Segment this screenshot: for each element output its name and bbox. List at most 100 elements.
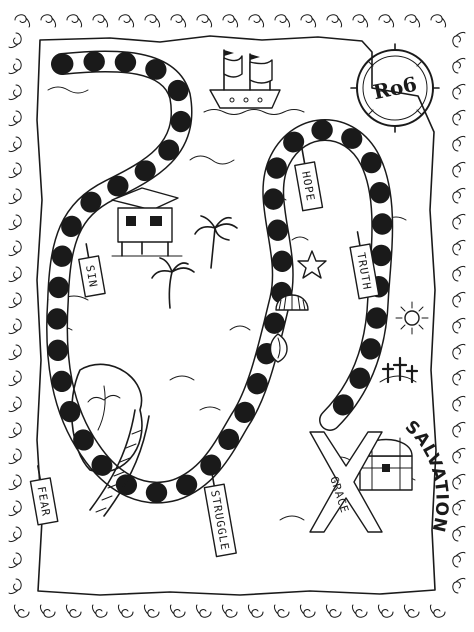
swirl-ornament bbox=[144, 14, 161, 28]
swirl-ornament bbox=[222, 14, 239, 28]
swirl-ornament bbox=[221, 604, 238, 618]
swirl-ornament bbox=[452, 161, 466, 178]
map-frame bbox=[36, 35, 437, 596]
winding-path bbox=[46, 50, 394, 504]
swirl-ornament bbox=[452, 421, 466, 438]
swirl-ornament bbox=[92, 14, 109, 28]
swirl-ornament bbox=[430, 14, 447, 28]
swirl-ornament bbox=[299, 604, 316, 618]
cross-icon bbox=[379, 356, 419, 384]
swirl-ornament bbox=[403, 604, 420, 618]
swirl-ornament bbox=[352, 14, 369, 28]
swirl-ornament bbox=[429, 604, 446, 618]
swirl-ornament bbox=[8, 32, 22, 49]
palm-tree-icon bbox=[194, 215, 238, 269]
swirl-ornament bbox=[452, 31, 466, 48]
compass-rose-icon: Ro6 bbox=[350, 43, 440, 133]
swirl-ornament bbox=[169, 604, 186, 618]
sign-fear-label: FEAR bbox=[35, 485, 53, 517]
swirl-ornament bbox=[195, 604, 212, 618]
swirl-ornament bbox=[452, 369, 466, 386]
palm-tree-icon bbox=[151, 257, 195, 309]
swirl-ornament bbox=[452, 499, 466, 516]
swirl-ornament bbox=[118, 14, 135, 28]
swirl-ornament bbox=[452, 57, 466, 74]
swirl-ornament bbox=[117, 604, 134, 618]
swirl-ornament bbox=[326, 14, 343, 28]
x-marker bbox=[309, 431, 383, 533]
swirl-ornament bbox=[8, 500, 22, 517]
swirl-ornament bbox=[452, 343, 466, 360]
swirl-ornament bbox=[452, 395, 466, 412]
sign-sin-label: SIN bbox=[83, 264, 100, 289]
swirl-ornament bbox=[325, 604, 342, 618]
swirl-ornament bbox=[274, 14, 291, 28]
swirl-ornament bbox=[452, 317, 466, 334]
swirl-ornament bbox=[452, 577, 466, 594]
swirl-ornament bbox=[8, 318, 22, 335]
swirl-ornament bbox=[8, 110, 22, 127]
swirl-ornament bbox=[8, 214, 22, 231]
swirl-ornament bbox=[378, 14, 395, 28]
swirl-ornament bbox=[8, 58, 22, 75]
river bbox=[89, 409, 150, 517]
swirl-ornament bbox=[452, 239, 466, 256]
swirl-ornament bbox=[404, 14, 421, 28]
swirl-ornament bbox=[8, 84, 22, 101]
lagoon bbox=[70, 363, 143, 473]
swirl-ornament bbox=[8, 162, 22, 179]
swirl-ornament bbox=[248, 14, 265, 28]
swirl-ornament bbox=[300, 14, 317, 28]
swirl-ornament bbox=[8, 552, 22, 569]
swirl-ornament bbox=[66, 14, 83, 28]
swirl-ornament bbox=[452, 551, 466, 568]
swirl-ornament bbox=[377, 604, 394, 618]
swirl-ornament bbox=[40, 14, 57, 28]
swirl-ornament bbox=[8, 136, 22, 153]
swirl-ornament bbox=[247, 604, 264, 618]
swirl-ornament bbox=[8, 370, 22, 387]
swirl-ornament bbox=[143, 604, 160, 618]
swirl-ornament bbox=[8, 188, 22, 205]
swirl-ornament bbox=[8, 344, 22, 361]
swirl-ornament bbox=[452, 291, 466, 308]
seashell-icon bbox=[269, 333, 288, 363]
swirl-ornament bbox=[452, 213, 466, 230]
swirl-ornament bbox=[8, 240, 22, 257]
swirl-ornament bbox=[8, 448, 22, 465]
swirl-ornament bbox=[452, 83, 466, 100]
swirl-ornament bbox=[196, 14, 213, 28]
swirl-ornament bbox=[452, 447, 466, 464]
swirl-ornament bbox=[14, 14, 31, 28]
swirl-ornament bbox=[170, 14, 187, 28]
sign-fear: FEAR bbox=[29, 465, 59, 526]
swirl-ornament bbox=[13, 604, 30, 618]
swirl-ornament bbox=[8, 396, 22, 413]
swirl-ornament bbox=[8, 292, 22, 309]
swirl-ornament bbox=[452, 265, 466, 282]
swirl-ornament bbox=[65, 604, 82, 618]
swirl-ornament bbox=[8, 266, 22, 283]
swirl-ornament bbox=[8, 578, 22, 595]
swirl-ornament bbox=[452, 135, 466, 152]
swirl-ornament bbox=[452, 109, 466, 126]
sign-struggle: STRUGGLE bbox=[203, 471, 237, 558]
swirl-ornament bbox=[8, 474, 22, 491]
house-icon bbox=[111, 187, 183, 257]
swirl-ornament bbox=[452, 525, 466, 542]
ship-icon bbox=[203, 49, 305, 115]
sun-icon bbox=[395, 301, 429, 335]
swirl-ornament bbox=[351, 604, 368, 618]
swirl-ornament bbox=[452, 187, 466, 204]
sign-truth: TRUTH bbox=[349, 231, 380, 300]
sign-hope: HOPE bbox=[294, 145, 324, 212]
swirl-ornament bbox=[273, 604, 290, 618]
seashell-icon bbox=[275, 293, 309, 311]
swirl-ornament bbox=[8, 422, 22, 439]
swirl-ornament bbox=[39, 604, 56, 618]
swirl-ornament bbox=[91, 604, 108, 618]
swirl-border bbox=[8, 14, 466, 618]
sign-hope-label: HOPE bbox=[299, 170, 317, 202]
starfish-icon bbox=[297, 250, 327, 279]
